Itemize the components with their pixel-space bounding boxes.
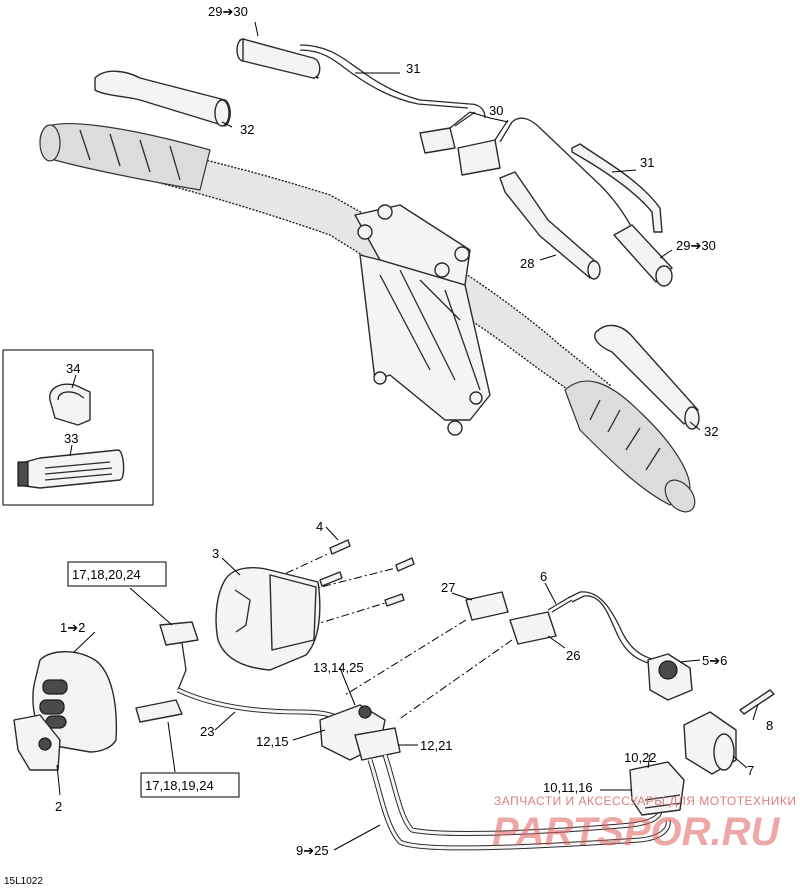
assembly-line-27 [344, 619, 467, 696]
callout-26: 26 [566, 648, 580, 663]
leader-lines [56, 21, 759, 851]
connector-17-18-20-24 [159, 621, 199, 691]
callout-29-30-top: 29➔30 [208, 4, 248, 19]
heater-connectors [419, 111, 633, 229]
callout-32-left: 32 [240, 122, 254, 137]
callout-28: 28 [520, 256, 534, 271]
relay-10-22 [629, 761, 685, 816]
callout-3: 3 [212, 546, 219, 561]
callout-33: 33 [64, 431, 78, 446]
connector-27 [465, 591, 509, 621]
grease-tube-33 [17, 449, 125, 489]
switch-housing-3 [215, 567, 321, 671]
callout-23: 23 [200, 724, 214, 739]
right-grip [564, 380, 696, 513]
assembly-line-26 [397, 639, 513, 721]
callout-9-25: 9➔25 [296, 843, 329, 858]
callout-2: 2 [55, 799, 62, 814]
handlebar-riser [354, 204, 491, 436]
cover-7 [683, 711, 737, 775]
label-box-17-18-20-24 [67, 561, 167, 587]
figure-code: 15L1022 [4, 876, 43, 887]
callout-31-top: 31 [406, 61, 420, 76]
harness-9-25 [367, 754, 671, 851]
grip-heater-right [613, 224, 673, 287]
callout-12-15: 12,15 [256, 734, 289, 749]
grip-sleeve-right [594, 324, 700, 430]
callout-17-18-19-24: 17,18,19,24 [145, 778, 214, 793]
callout-17-18-20-24: 17,18,20,24 [72, 567, 141, 582]
watermark-tagline: ЗАПЧАСТИ И АКСЕССУАРЫ ДЛЯ МОТОТЕХНИКИ [494, 794, 796, 808]
callout-5-6: 5➔6 [702, 653, 727, 668]
callout-32-right: 32 [704, 424, 718, 439]
watermark-logo: PARTSPOR.RU [492, 810, 781, 854]
heater-wire-right [571, 143, 663, 233]
callout-12-21: 12,21 [420, 738, 453, 753]
grip-sleeve-left [94, 70, 231, 127]
connector-17-18-19-24 [135, 699, 183, 723]
callout-10-11-16: 10,11,16 [543, 780, 593, 795]
callout-29-30-right: 29➔30 [676, 238, 716, 253]
callout-30: 30 [489, 103, 503, 118]
callout-34: 34 [66, 361, 80, 376]
wire-to-switch-5-6 [567, 591, 656, 665]
callout-31-right: 31 [640, 155, 654, 170]
callout-4: 4 [316, 519, 323, 534]
label-box-17-18-19-24 [140, 772, 240, 798]
inset-frame [2, 349, 154, 506]
part-28-tube [499, 171, 601, 280]
left-grip [39, 123, 211, 191]
connector-26 [509, 597, 573, 645]
pin-8 [739, 689, 775, 715]
junction-block [319, 704, 401, 761]
hand-switch-1-2 [13, 651, 118, 771]
callout-7: 7 [747, 763, 754, 778]
switch-5-6 [647, 653, 693, 701]
callout-6: 6 [540, 569, 547, 584]
callout-8: 8 [766, 718, 773, 733]
callout-1-2: 1➔2 [60, 620, 85, 635]
callout-10-22: 10,22 [624, 750, 657, 765]
clip-34 [49, 383, 91, 426]
callout-27: 27 [441, 580, 455, 595]
grip-heater-top [236, 38, 486, 119]
callout-13-14-25: 13,14,25 [313, 660, 364, 675]
cable-23 [176, 687, 340, 721]
